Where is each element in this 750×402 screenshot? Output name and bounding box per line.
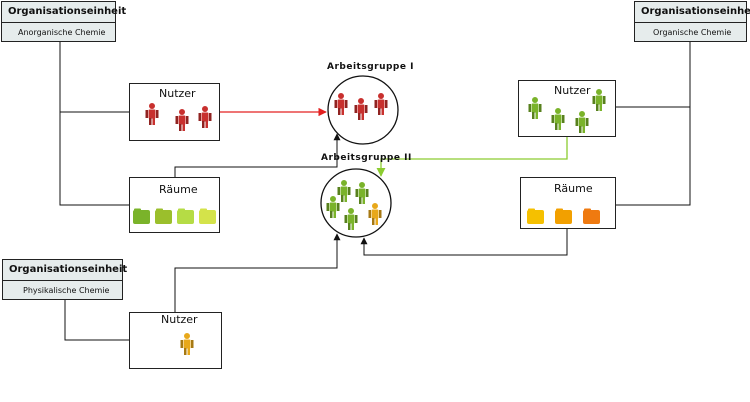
ag1-members	[334, 93, 388, 120]
org-unit-header: Organisationseinheit	[2, 2, 126, 23]
arrow-raeume-anorg-to-ag1	[174, 133, 341, 177]
rooms-group	[133, 208, 216, 224]
line-phys-to-nutzer	[64, 300, 130, 341]
room-block-icon	[527, 208, 544, 224]
rooms-group	[527, 208, 600, 224]
room-block-icon	[155, 208, 172, 224]
room-block-icon	[555, 208, 572, 224]
person-icon	[180, 333, 194, 355]
person-icon	[145, 103, 159, 125]
org-unit-name: Anorganische Chemie	[18, 28, 106, 37]
person-icon	[368, 203, 382, 225]
person-icon	[551, 108, 565, 130]
room-block-icon	[199, 208, 216, 224]
box-title: Nutzer	[161, 313, 198, 326]
person-icon	[354, 98, 368, 120]
org-unit-header: Organisationseinheit	[3, 260, 127, 281]
box-title: Räume	[159, 183, 198, 196]
person-icon	[374, 93, 388, 115]
org-unit-header: Organisationseinheit	[635, 2, 750, 23]
ag2-members	[326, 180, 382, 230]
people-group	[145, 103, 212, 131]
arrow-nutzer-phys-to-ag2	[174, 233, 341, 312]
org-unit-name: Organische Chemie	[653, 28, 732, 37]
org-unit-anorganische-chemie[interactable]: Organisationseinheit Anorganische Chemie	[1, 1, 126, 42]
raeume-anorganische-chemie[interactable]: Räume	[129, 177, 220, 233]
room-block-icon	[177, 208, 194, 224]
org-unit-name: Physikalische Chemie	[23, 286, 110, 295]
person-icon	[355, 182, 369, 204]
line-anorg-trunk	[59, 42, 130, 206]
arrow-nutzer-org-to-ag2	[376, 136, 568, 177]
box-title: Nutzer	[159, 87, 196, 100]
room-block-icon	[583, 208, 600, 224]
box-title: Nutzer	[554, 84, 591, 97]
ag2-label: Arbeitsgruppe II	[321, 153, 412, 163]
org-unit-organische-chemie[interactable]: Organisationseinheit Organische Chemie	[634, 1, 750, 42]
nutzer-physikalische-chemie[interactable]: Nutzer	[129, 312, 222, 369]
person-icon	[334, 93, 348, 115]
people-group	[180, 333, 194, 355]
person-icon	[592, 89, 606, 111]
nutzer-organische-chemie[interactable]: Nutzer	[518, 80, 616, 137]
org-unit-physikalische-chemie[interactable]: Organisationseinheit Physikalische Chemi…	[2, 259, 127, 300]
person-icon	[175, 109, 189, 131]
arrow-raeume-org-to-ag2	[360, 228, 568, 256]
person-icon	[337, 180, 351, 202]
person-icon	[198, 106, 212, 128]
person-icon	[344, 208, 358, 230]
people-group	[528, 89, 606, 133]
box-title: Räume	[554, 182, 593, 195]
person-icon	[575, 111, 589, 133]
person-icon	[528, 97, 542, 119]
ag1-label: Arbeitsgruppe I	[327, 62, 414, 72]
person-icon	[326, 196, 340, 218]
room-block-icon	[133, 208, 150, 224]
raeume-organische-chemie[interactable]: Räume	[520, 177, 616, 229]
nutzer-anorganische-chemie[interactable]: Nutzer	[129, 83, 220, 141]
line-org-trunk	[616, 42, 691, 206]
